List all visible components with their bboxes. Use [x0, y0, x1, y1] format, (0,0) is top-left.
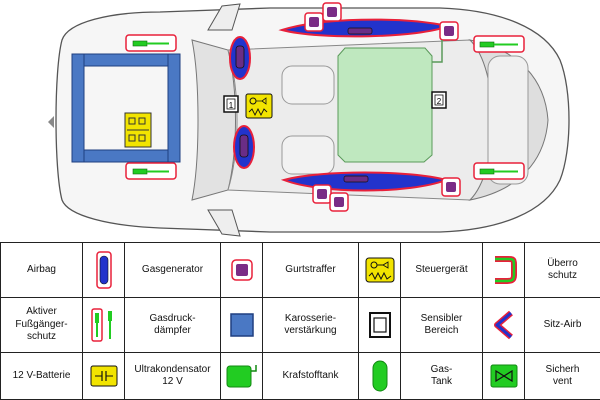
body-reinforcement-frame — [71, 53, 181, 163]
car-rescue-diagram: 1 2 — [48, 2, 570, 237]
front-airbag-left — [229, 36, 251, 80]
pedestrian-protection-front-right — [125, 162, 177, 180]
sensitive-area-marker-2: 2 — [431, 91, 447, 109]
legend-label: Steuergerät — [400, 241, 483, 299]
legend-label: Aktiver Fußgänger- schutz — [0, 297, 83, 354]
control-unit-symbol-icon — [358, 241, 401, 299]
battery-icon — [124, 112, 152, 148]
ultracapacitor-symbol-icon — [82, 352, 125, 400]
belt-tensioner-front-left-2 — [322, 2, 342, 22]
control-unit-icon — [245, 93, 273, 119]
fuel-tank — [337, 40, 443, 163]
safety-valve-symbol-icon — [482, 352, 525, 400]
legend-label: Sitz-Airb — [524, 297, 600, 354]
legend-table: Airbag Gasgenerator Gurtstraffer — [0, 241, 600, 400]
legend-label: Überro schutz — [524, 241, 600, 299]
legend-label: Sicherh vent — [524, 352, 600, 400]
legend-label: Gasdruck- dämpfer — [124, 297, 221, 354]
rollover-protection-symbol-icon — [482, 241, 525, 299]
active-pedestrian-protection-symbol-icon — [82, 297, 125, 354]
sensitive-area-symbol-icon — [358, 297, 401, 354]
body-reinforcement-symbol-icon — [220, 297, 263, 354]
legend-label: 12 V-Batterie — [0, 352, 83, 400]
pedestrian-protection-front-left — [125, 34, 177, 52]
legend-label: Karosserie- verstärkung — [262, 297, 359, 354]
legend-label: Gas- Tank — [400, 352, 483, 400]
belt-tensioner-front-right-2 — [329, 192, 349, 212]
legend-row: Aktiver Fußgänger- schutz Gasdruck- dämp… — [0, 297, 600, 354]
belt-tensioner-front-right — [312, 184, 332, 204]
legend-label: Krafstofftank — [262, 352, 359, 400]
belt-tensioner-rear-left — [439, 21, 459, 41]
legend-row: Airbag Gasgenerator Gurtstraffer — [0, 241, 600, 299]
seat-airbag-symbol-icon — [482, 297, 525, 354]
front-airbag-right — [233, 125, 255, 169]
legend-row: 12 V-Batterie Ultrakondensator 12 V Kraf… — [0, 352, 600, 400]
legend-label: Gurtstraffer — [262, 241, 359, 299]
sensitive-area-marker-1-label: 1 — [229, 101, 234, 110]
gas-tank-symbol-icon — [358, 352, 401, 400]
airbag-symbol-icon — [82, 241, 125, 299]
legend-label: Ultrakondensator 12 V — [124, 352, 221, 400]
gas-generator-symbol-icon — [220, 241, 263, 299]
belt-tensioner-front-left — [304, 12, 324, 32]
belt-tensioner-rear-right — [441, 177, 461, 197]
gas-pressure-damper-rear-left — [473, 35, 525, 53]
legend-label: Sensibler Bereich — [400, 297, 483, 354]
sensitive-area-marker-1: 1 — [223, 95, 239, 113]
legend-label: Airbag — [0, 241, 83, 299]
legend-label: Gasgenerator — [124, 241, 221, 299]
sensitive-area-marker-2-label: 2 — [437, 97, 442, 106]
fuel-tank-symbol-icon — [220, 352, 263, 400]
gas-pressure-damper-rear-right — [473, 162, 525, 180]
